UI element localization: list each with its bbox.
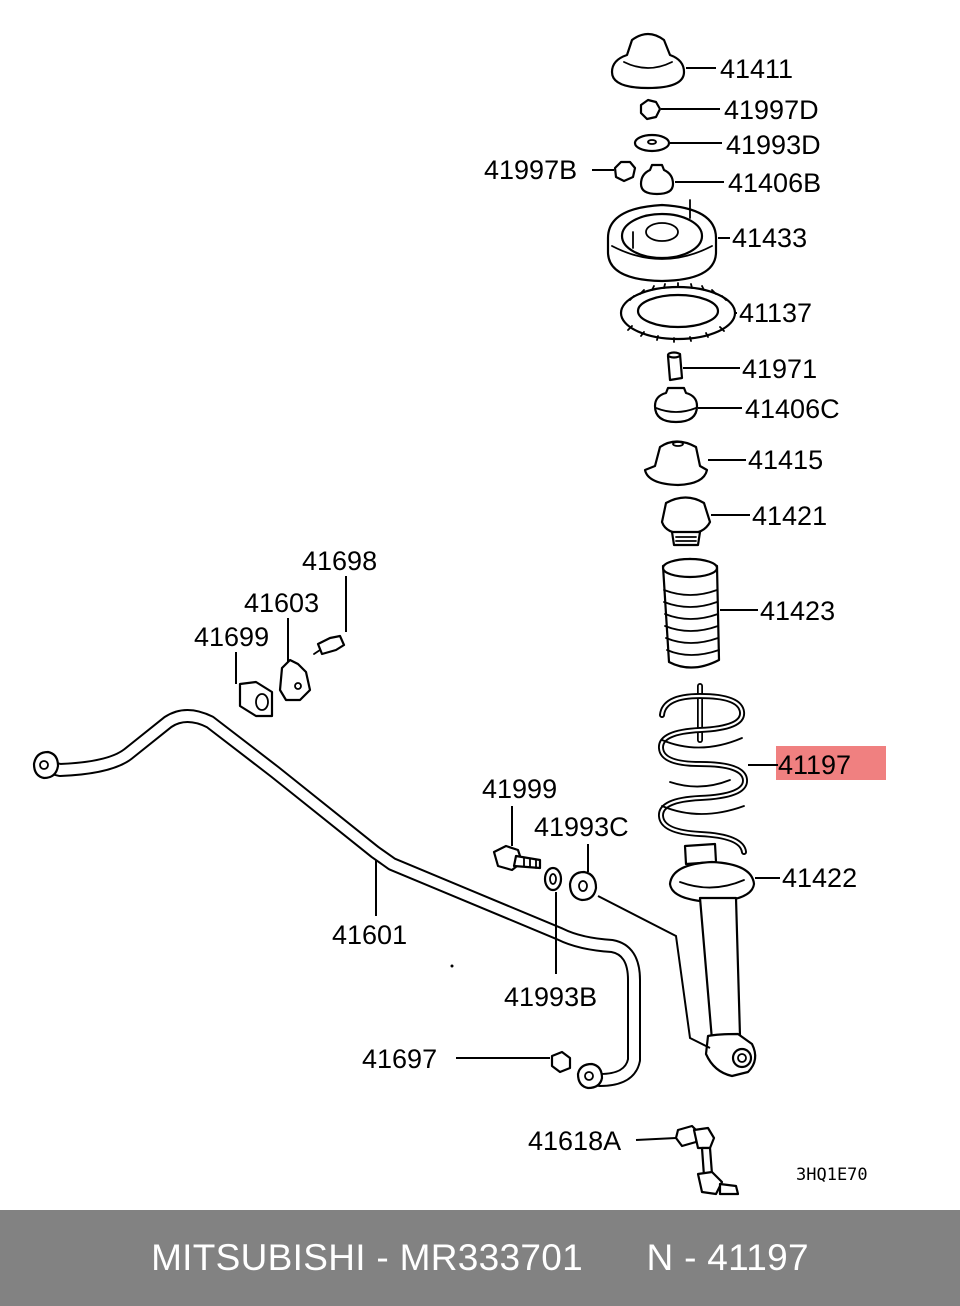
highlight-box: [776, 746, 886, 780]
part-41698-bolt[interactable]: [313, 634, 346, 656]
label-41698: 41698: [302, 546, 377, 576]
label-41406B: 41406B: [728, 168, 821, 198]
part-41993D-washer[interactable]: [633, 133, 671, 153]
part-41993C-bushing[interactable]: [568, 870, 598, 902]
part-41601-stabilizer-bar[interactable]: [32, 709, 641, 1090]
part-41406B-bushing[interactable]: [639, 163, 675, 196]
label-41197: 41197: [778, 750, 851, 780]
diagram-code: 3HQ1E70: [796, 1165, 868, 1185]
label-41406C: 41406C: [745, 394, 840, 424]
part-41618A-stabilizer-link[interactable]: [674, 1124, 740, 1196]
part-41697-nut[interactable]: [550, 1050, 572, 1074]
part-41997D-nut[interactable]: [639, 98, 662, 121]
label-41993C: 41993C: [534, 812, 629, 842]
footer-bar: MITSUBISHI - MR333701 N - 41197: [0, 1210, 960, 1306]
label-41971: 41971: [742, 354, 817, 384]
label-41137: 41137: [739, 298, 812, 328]
part-41971-collar[interactable]: [666, 351, 684, 382]
part-41197-coil-spring[interactable]: [658, 683, 748, 855]
label-41415: 41415: [748, 445, 823, 475]
part-41415-dust-cover[interactable]: [643, 440, 709, 487]
part-41997B-nut[interactable]: [613, 160, 637, 183]
part-41411-bump-cap[interactable]: [610, 32, 686, 90]
part-41433-upper-mount[interactable]: [606, 199, 718, 283]
label-41422: 41422: [782, 863, 857, 893]
label-41993B: 41993B: [504, 982, 597, 1012]
part-41423-dust-boot[interactable]: [661, 557, 721, 669]
footer-part-number: MITSUBISHI - MR333701 N - 41197: [151, 1237, 809, 1278]
part-41137-spring-insulator[interactable]: [619, 282, 737, 343]
label-41601: 41601: [332, 920, 407, 950]
part-41699-bushing[interactable]: [238, 680, 274, 718]
label-41423: 41423: [760, 596, 835, 626]
label-41699: 41699: [194, 622, 269, 652]
label-41603: 41603: [244, 588, 319, 618]
label-41421: 41421: [752, 501, 827, 531]
label-41618A: 41618A: [528, 1126, 621, 1156]
part-41406C-bushing[interactable]: [653, 386, 699, 424]
part-41421-bump-stopper[interactable]: [660, 496, 712, 547]
part-41422-shock-absorber[interactable]: [668, 842, 757, 1078]
label-41997B: 41997B: [484, 155, 577, 185]
label-41433: 41433: [732, 223, 807, 253]
label-41411: 41411: [720, 54, 793, 84]
part-41993B-washer[interactable]: [543, 866, 563, 892]
label-41999: 41999: [482, 774, 557, 804]
parts-diagram: 41411 41997D 41993D 41997B 41406B 41433 …: [32, 32, 886, 1196]
part-41999-bolt[interactable]: [492, 844, 542, 872]
label-41997D: 41997D: [724, 95, 819, 125]
label-41697: 41697: [362, 1044, 437, 1074]
part-41603-bracket[interactable]: [278, 658, 312, 702]
label-41993D: 41993D: [726, 130, 821, 160]
